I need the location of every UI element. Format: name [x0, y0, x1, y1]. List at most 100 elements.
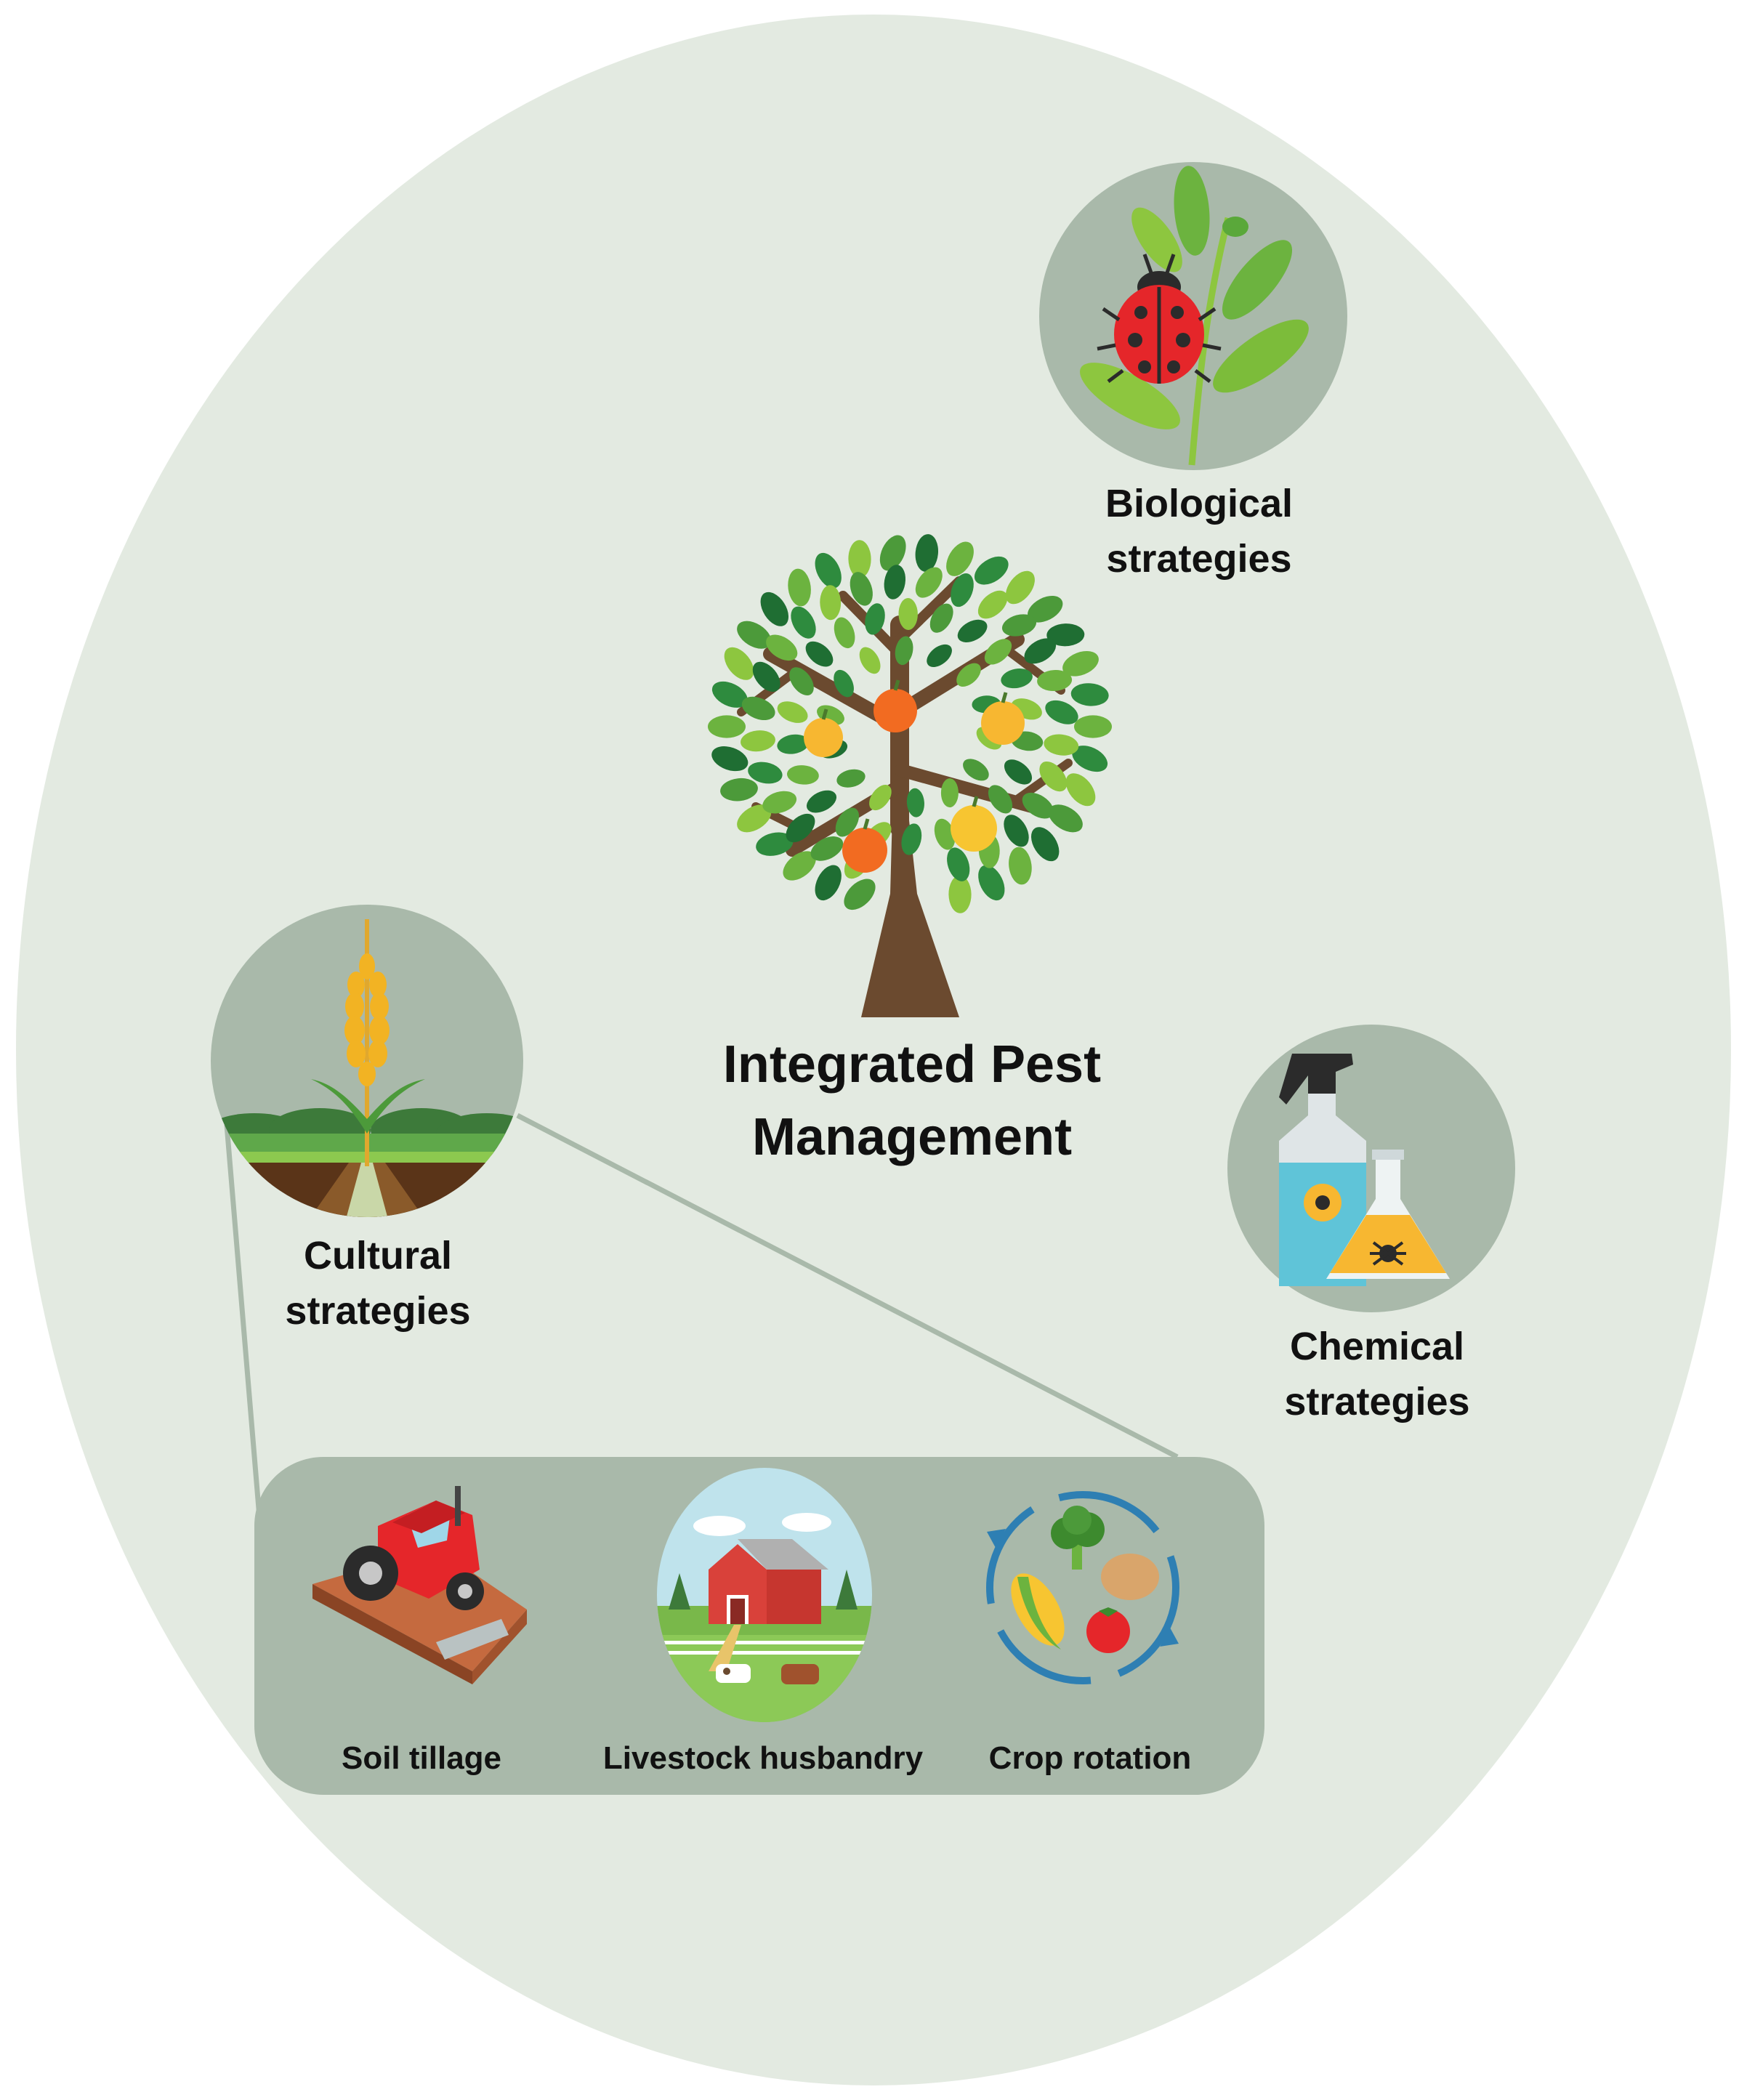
- tree-leaf: [741, 696, 775, 721]
- fruit-tree-icon: [708, 534, 1112, 1017]
- biological-strategies-label: Biological strategies: [1076, 476, 1323, 586]
- tree-leaf: [1028, 595, 1063, 623]
- tree-leaf: [737, 804, 772, 833]
- tree-leaf: [741, 730, 775, 752]
- yellow-fruit: [804, 708, 843, 757]
- tree-leaf: [895, 636, 913, 666]
- tree-leaf: [835, 807, 860, 837]
- tree-leaf: [1005, 570, 1035, 605]
- tree-leaf: [1070, 683, 1109, 706]
- tree-leaf: [1045, 700, 1078, 724]
- tree-leaf: [1062, 650, 1099, 677]
- tree-leaf: [836, 769, 866, 788]
- tree-leaf: [934, 818, 956, 850]
- tree-leaf: [708, 715, 746, 738]
- tree-leaf: [806, 790, 837, 813]
- tree-leaf: [1039, 762, 1068, 792]
- pesticide-spray-flask-icon: [1227, 1025, 1515, 1312]
- tree-leaf: [940, 778, 959, 808]
- tree-leaf: [1004, 759, 1033, 785]
- tree-leaf: [1001, 669, 1033, 689]
- ipm-title-line2: Management: [751, 1108, 1073, 1166]
- chemical-label-line1: Chemical: [1289, 1325, 1465, 1368]
- tree-leaf: [760, 591, 789, 626]
- tree-leaf: [762, 791, 797, 814]
- tree-leaf: [963, 759, 989, 781]
- yellow-fruit: [981, 692, 1025, 745]
- crop-rotation-label: Crop rotation: [988, 1740, 1192, 1776]
- biological-label-line1: Biological: [1105, 482, 1294, 525]
- cultural-label-line2: strategies: [285, 1289, 471, 1333]
- livestock-husbandry-label: Livestock husbandry: [602, 1740, 924, 1776]
- tree-leaf: [978, 865, 1005, 901]
- tree-leaf: [815, 552, 842, 589]
- tree-leaf: [984, 639, 1012, 665]
- tree-leaf: [786, 813, 815, 843]
- tree-leaf: [1024, 638, 1057, 664]
- tree-leaf: [777, 734, 810, 754]
- tree-leaf: [927, 644, 952, 667]
- tree-leaf: [820, 585, 842, 621]
- tree-leaf: [711, 746, 749, 772]
- tree-leaf: [766, 634, 798, 661]
- farm-barn-livestock-icon: [657, 1468, 872, 1722]
- tree-leaf: [865, 603, 885, 635]
- tree-leaf: [879, 535, 906, 571]
- tree-leaf: [1001, 614, 1037, 637]
- tree-leaf: [786, 765, 819, 785]
- tree-leaf: [947, 847, 970, 881]
- tree-leaf: [724, 647, 754, 680]
- tree-leaf: [859, 647, 881, 674]
- tree-leaf: [844, 879, 876, 910]
- tree-leaf: [788, 568, 811, 607]
- tree-leaf: [834, 617, 855, 649]
- tree-leaf: [929, 603, 953, 633]
- tree-leaf: [948, 875, 972, 913]
- wheat-field-icon: [211, 905, 523, 1217]
- chemical-label-line2: strategies: [1284, 1380, 1470, 1423]
- tree-leaf: [810, 836, 844, 861]
- chemical-strategies-label: Chemical strategies: [1239, 1319, 1515, 1429]
- tree-leaf: [815, 865, 842, 901]
- tree-leaf: [791, 606, 816, 639]
- tree-leaf: [1004, 815, 1029, 847]
- tree-leaf: [946, 541, 974, 576]
- ipm-title: Integrated Pest Management: [640, 1028, 1185, 1174]
- tree-leaf: [915, 567, 943, 598]
- connector-line-right: [516, 1112, 1179, 1460]
- soil-tillage-label: Soil tillage: [341, 1740, 502, 1776]
- tree-leaf: [1044, 734, 1079, 756]
- tree-leaf: [951, 573, 974, 607]
- cultural-label-line1: Cultural: [303, 1234, 452, 1277]
- tree-leaf: [898, 598, 918, 630]
- tree-leaf: [720, 778, 758, 801]
- tree-leaf: [1030, 827, 1060, 862]
- crop-rotation-cycle-icon: [986, 1491, 1179, 1684]
- tree-leaf: [988, 785, 1013, 814]
- tree-leaf: [906, 788, 924, 817]
- tree-leaf: [884, 565, 906, 599]
- tree-leaf: [711, 681, 748, 708]
- ipm-title-line1: Integrated Pest: [722, 1035, 1102, 1094]
- tree-leaf: [1022, 792, 1054, 819]
- tree-leaf: [737, 621, 772, 649]
- tree-leaf: [869, 785, 892, 811]
- tree-leaf: [848, 540, 871, 578]
- tree-leaf: [957, 619, 988, 642]
- biological-label-line2: strategies: [1106, 537, 1292, 581]
- tree-leaf: [1065, 773, 1096, 807]
- tree-leaf: [834, 669, 854, 698]
- tree-leaf: [1037, 670, 1073, 691]
- tree-leaf: [977, 590, 1008, 619]
- tree-leaf: [748, 762, 783, 784]
- tree-leaf: [789, 667, 814, 695]
- cultural-strategies-label: Cultural strategies: [240, 1228, 516, 1338]
- ladybug-on-leaf-icon: [1039, 162, 1347, 470]
- tree-leaf: [1009, 847, 1032, 885]
- yellow-fruit: [951, 796, 997, 852]
- tree-leaf: [1048, 804, 1083, 833]
- tree-leaf: [956, 663, 981, 687]
- orange-fruit: [874, 679, 917, 732]
- tree-leaf: [1074, 715, 1112, 738]
